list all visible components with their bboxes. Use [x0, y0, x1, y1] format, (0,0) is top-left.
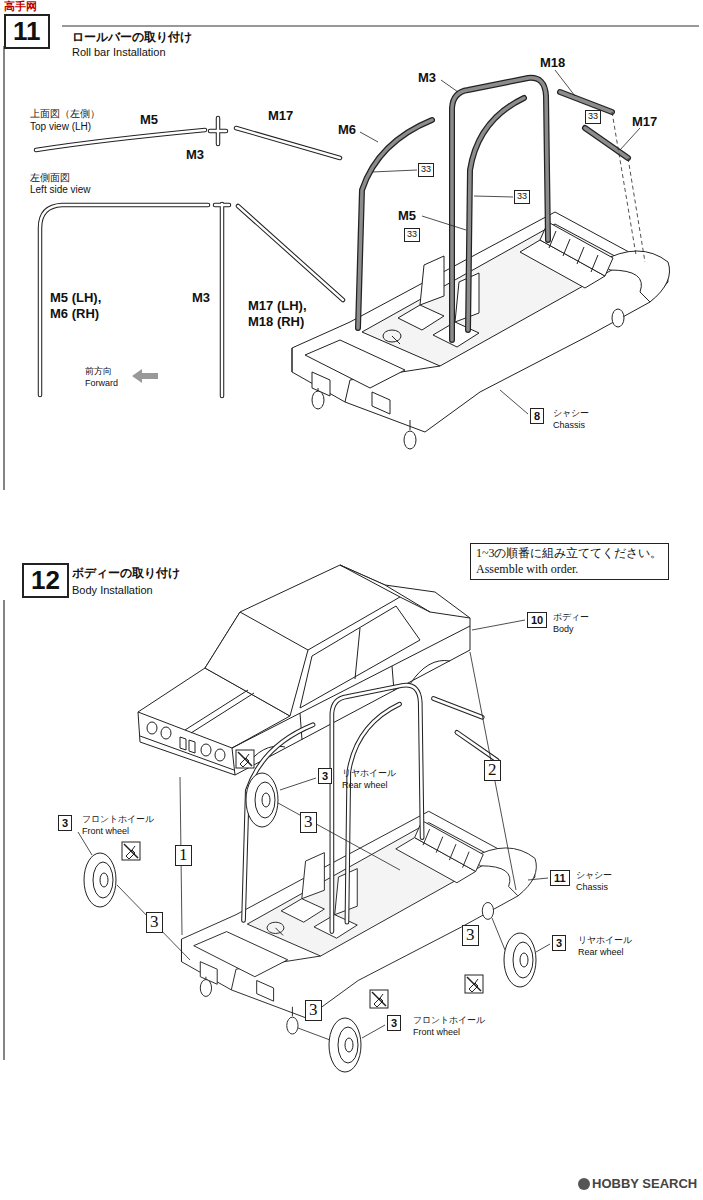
- view-caption: 左側面図: [30, 172, 70, 184]
- part-ref-box: 3: [318, 768, 332, 784]
- part-label: M3: [192, 290, 210, 306]
- view-caption: Left side view: [30, 184, 91, 196]
- note-box-text: Assemble with order.: [476, 562, 663, 578]
- order-number-text: 3: [304, 813, 313, 832]
- part-name: シャシー: [553, 408, 589, 419]
- part-name: リヤホイール: [342, 768, 396, 779]
- part-ref-box-text: 3: [391, 1016, 397, 1030]
- order-number: 3: [462, 925, 479, 946]
- part-name: Rear wheel: [342, 780, 388, 791]
- paint-code: 33: [585, 110, 601, 124]
- note-box: 1~3の順番に組み立ててください。Assemble with order.: [470, 543, 669, 580]
- part-name: Chassis: [576, 882, 608, 893]
- order-number-text: 2: [488, 761, 497, 780]
- part-label: M6: [338, 122, 356, 138]
- order-number: 3: [146, 912, 163, 933]
- watermark: 高手网: [4, 0, 37, 13]
- chassis-step11: [292, 212, 670, 449]
- step-title: ロールバーの取り付け: [72, 30, 192, 44]
- watermark-icon: [578, 1178, 590, 1190]
- part-ref-box: 3: [387, 1015, 401, 1031]
- step-number: 11: [4, 14, 50, 49]
- part-label: M18: [540, 55, 565, 71]
- part-label: M5 (LH), M6 (RH): [50, 290, 122, 321]
- part-name: Chassis: [553, 420, 585, 431]
- view-caption: Top view (LH): [30, 121, 91, 133]
- part-name: フロントホイール: [82, 814, 154, 825]
- part-label: M3: [186, 147, 204, 163]
- part-ref-box: 11: [550, 870, 570, 886]
- part-ref-box-text: 3: [322, 769, 328, 783]
- part-ref-box-text: 10: [531, 613, 543, 627]
- direction-label: 前方向: [85, 366, 112, 377]
- part-label: M5: [140, 112, 158, 128]
- part-name: ボディー: [553, 612, 589, 623]
- order-number: 2: [484, 760, 501, 781]
- paint-code: 33: [418, 163, 434, 177]
- roll-bar: [358, 78, 628, 340]
- order-number-text: 1: [179, 846, 188, 865]
- step-number-text: 11: [13, 16, 41, 47]
- paint-code: 33: [514, 190, 530, 204]
- part-name: シャシー: [576, 870, 612, 881]
- paint-code: 33: [404, 228, 420, 242]
- order-number: 1: [175, 845, 192, 866]
- part-label: M5: [398, 208, 416, 224]
- step-title: Body Installation: [72, 584, 153, 597]
- part-name: Front wheel: [413, 1027, 460, 1038]
- paint-code-text: 33: [407, 229, 417, 241]
- leader-lines-step12: [78, 620, 550, 1040]
- step-title: ボディーの取り付け: [72, 566, 180, 580]
- part-label: M17: [632, 114, 657, 130]
- step-title: Roll bar Installation: [72, 46, 166, 59]
- part-ref-box: 3: [58, 815, 72, 831]
- order-number-text: 3: [466, 926, 475, 945]
- order-number-text: 3: [309, 1001, 318, 1020]
- part-name: リヤホイール: [578, 935, 632, 946]
- part-ref-box-text: 11: [554, 871, 566, 885]
- note-box-text: 1~3の順番に組み立ててください。: [476, 546, 663, 562]
- part-ref-box-text: 3: [556, 936, 562, 950]
- part-label: M17: [268, 108, 293, 124]
- watermark: HOBBY SEARCH: [592, 1176, 697, 1192]
- paint-code-text: 33: [588, 111, 598, 123]
- step-frame: [4, 26, 699, 1060]
- order-number: 3: [300, 812, 317, 833]
- part-label: M3: [418, 70, 436, 86]
- part-ref-box: 3: [552, 935, 566, 951]
- part-name: Body: [553, 624, 574, 635]
- leader-lines: [360, 70, 645, 414]
- part-name: Rear wheel: [578, 947, 624, 958]
- part-name: Front wheel: [82, 826, 129, 837]
- order-number: 3: [305, 1000, 322, 1021]
- part-name: フロントホイール: [413, 1015, 485, 1026]
- part-ref-box-text: 3: [62, 816, 68, 830]
- paint-code-text: 33: [517, 191, 527, 203]
- step-number-text: 12: [31, 565, 60, 596]
- paint-code-text: 33: [421, 164, 431, 176]
- part-label: M17 (LH), M18 (RH): [248, 298, 320, 329]
- forward-arrow: [132, 369, 158, 383]
- direction-label: Forward: [85, 378, 118, 389]
- part-ref-box: 8: [530, 408, 544, 424]
- part-ref-box: 10: [527, 612, 547, 628]
- view-caption: 上面図（左側）: [30, 108, 100, 120]
- step-number: 12: [22, 563, 69, 598]
- part-ref-box-text: 8: [534, 409, 540, 423]
- chassis-step12: [181, 685, 536, 1034]
- order-number-text: 3: [150, 913, 159, 932]
- no-glue-icons: [122, 750, 483, 1008]
